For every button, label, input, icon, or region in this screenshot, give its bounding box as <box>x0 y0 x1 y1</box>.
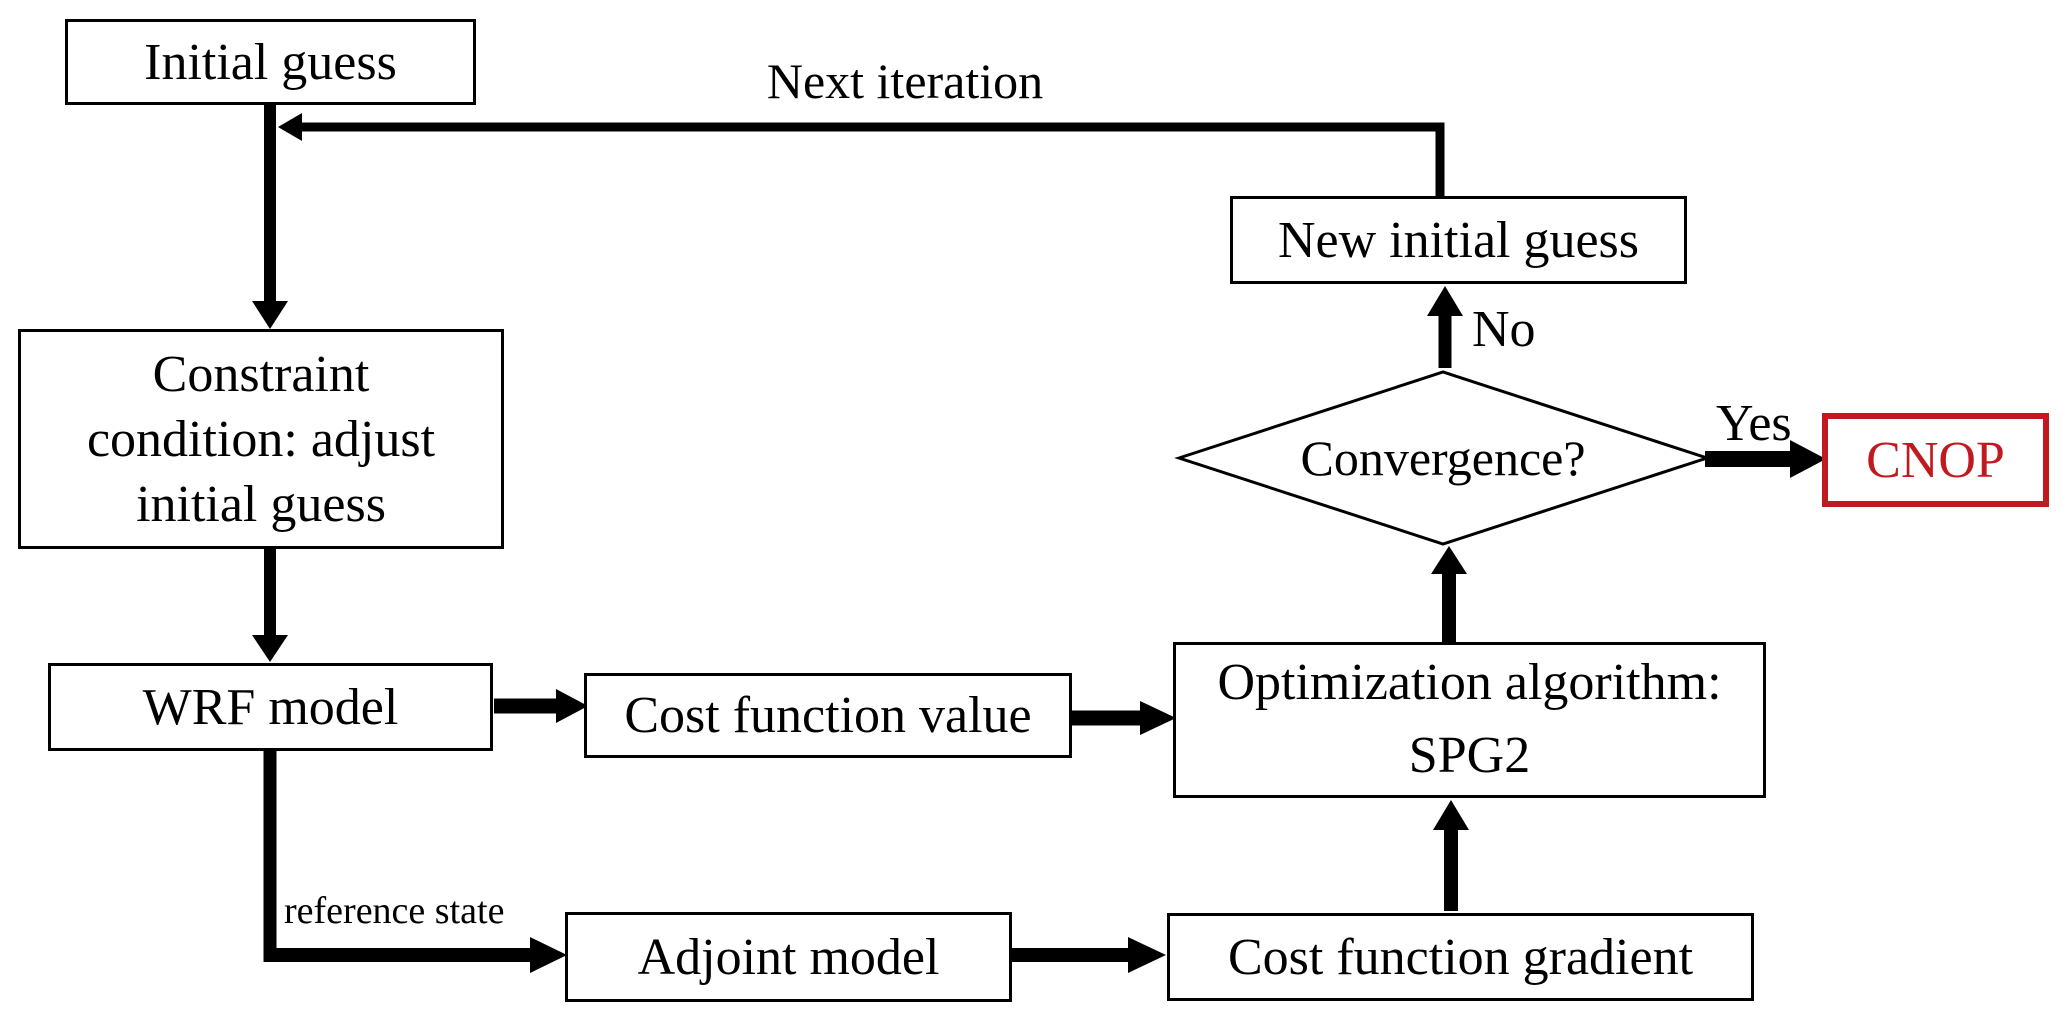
arrow-convergence-yes <box>1705 440 1826 478</box>
edge-label-reference-state: reference state <box>284 890 505 932</box>
arrow-constraint-to-wrf <box>252 549 288 662</box>
arrow-optimization-to-convergence <box>1431 546 1467 642</box>
arrow-adjoint-to-gradient <box>1012 937 1166 973</box>
arrow-next-iteration <box>278 113 1445 196</box>
node-new-initial-guess: New initial guess <box>1230 196 1687 284</box>
node-constraint-condition: Constraint condition: adjust initial gue… <box>18 329 504 549</box>
node-cost-function-value: Cost function value <box>584 673 1072 758</box>
node-convergence-decision: Convergence? <box>1300 430 1586 486</box>
node-cost-function-gradient: Cost function gradient <box>1167 913 1754 1001</box>
edge-label-next-iteration: Next iteration <box>766 53 1044 109</box>
arrow-costvalue-to-optimization <box>1072 701 1176 735</box>
edge-label-yes: Yes <box>1716 398 1792 457</box>
node-initial-guess: Initial guess <box>65 19 476 105</box>
arrow-initial-to-constraint <box>252 103 288 329</box>
arrow-wrf-to-adjoint <box>263 751 567 973</box>
node-adjoint-model: Adjoint model <box>565 912 1012 1002</box>
arrow-gradient-to-optimization <box>1433 800 1469 911</box>
arrow-wrf-to-costvalue <box>494 689 588 723</box>
node-cnop-result: CNOP <box>1822 413 2049 507</box>
edge-label-no: No <box>1472 301 1536 358</box>
node-wrf-model: WRF model <box>48 663 493 751</box>
arrow-convergence-no <box>1427 286 1463 368</box>
node-optimization-algorithm: Optimization algorithm: SPG2 <box>1173 642 1766 798</box>
